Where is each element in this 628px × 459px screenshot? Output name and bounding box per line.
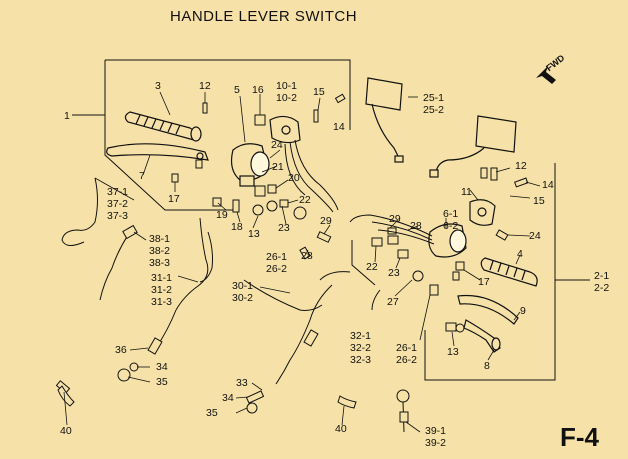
callout-13: 13 (248, 228, 260, 240)
callout-28: 28 (301, 250, 313, 262)
callout-17: 17 (168, 193, 180, 205)
callout-28-right: 28 (410, 220, 422, 232)
callout-16: 16 (252, 84, 264, 96)
callout-36: 36 (115, 344, 127, 356)
callout-3: 3 (155, 80, 161, 92)
callout-20: 20 (288, 172, 300, 184)
left-upper-switch (269, 115, 301, 144)
right-switch-housing (428, 223, 467, 258)
callout-22: 22 (299, 194, 311, 206)
callout-35: 35 (156, 376, 168, 388)
left-grip (124, 111, 202, 142)
callout-5: 5 (234, 84, 240, 96)
callout-8: 8 (484, 360, 490, 372)
callout-9: 9 (520, 305, 526, 317)
callout-24-right: 24 (529, 230, 541, 242)
brake-levers (457, 294, 519, 353)
callout-18: 18 (231, 221, 243, 233)
callout-4: 4 (517, 248, 523, 260)
diagram-title: HANDLE LEVER SWITCH (170, 8, 358, 25)
callout-35-lower: 35 (206, 407, 218, 419)
callout-23: 23 (278, 222, 290, 234)
callout-14: 14 (333, 121, 345, 133)
callout-13-right: 13 (447, 346, 459, 358)
callout-11: 11 (461, 186, 472, 198)
callout-29-right: 29 (389, 213, 401, 225)
callout-14-right: 14 (542, 179, 554, 191)
callout-22-right: 22 (366, 261, 378, 273)
fwd-arrow-icon (536, 66, 556, 84)
callout-34-lower: 34 (222, 392, 234, 404)
callout-24: 24 (271, 139, 283, 151)
callout-7: 7 (139, 170, 145, 182)
cables-left (61, 177, 381, 385)
right-upper-switch (469, 199, 496, 226)
leader-lines (63, 91, 541, 433)
clutch-lever (106, 143, 209, 161)
callout-40-right: 40 (335, 423, 347, 435)
callout-12-right: 12 (515, 160, 527, 172)
switch-block-lower (429, 115, 517, 178)
callout-27: 27 (387, 296, 399, 308)
page-code: F-4 (560, 422, 599, 452)
callout-12: 12 (199, 80, 211, 92)
left-harness (284, 139, 339, 213)
throttle-grip (480, 257, 538, 287)
switch-block-upper (365, 77, 404, 163)
cable-fittings (55, 224, 410, 433)
callout-34: 34 (156, 361, 168, 373)
callout-21: 21 (272, 161, 284, 173)
callout-15: 15 (313, 86, 325, 98)
callout-33: 33 (236, 377, 248, 389)
right-harness (349, 214, 435, 245)
callout-15-right: 15 (533, 195, 545, 207)
callout-1: 1 (64, 110, 70, 122)
callout-29: 29 (320, 215, 332, 227)
left-switch-housing (230, 143, 270, 187)
callout-23-right: 23 (388, 267, 400, 279)
callout-17-right: 17 (478, 276, 490, 288)
callout-40-left: 40 (60, 425, 72, 437)
callout-19: 19 (216, 209, 228, 221)
